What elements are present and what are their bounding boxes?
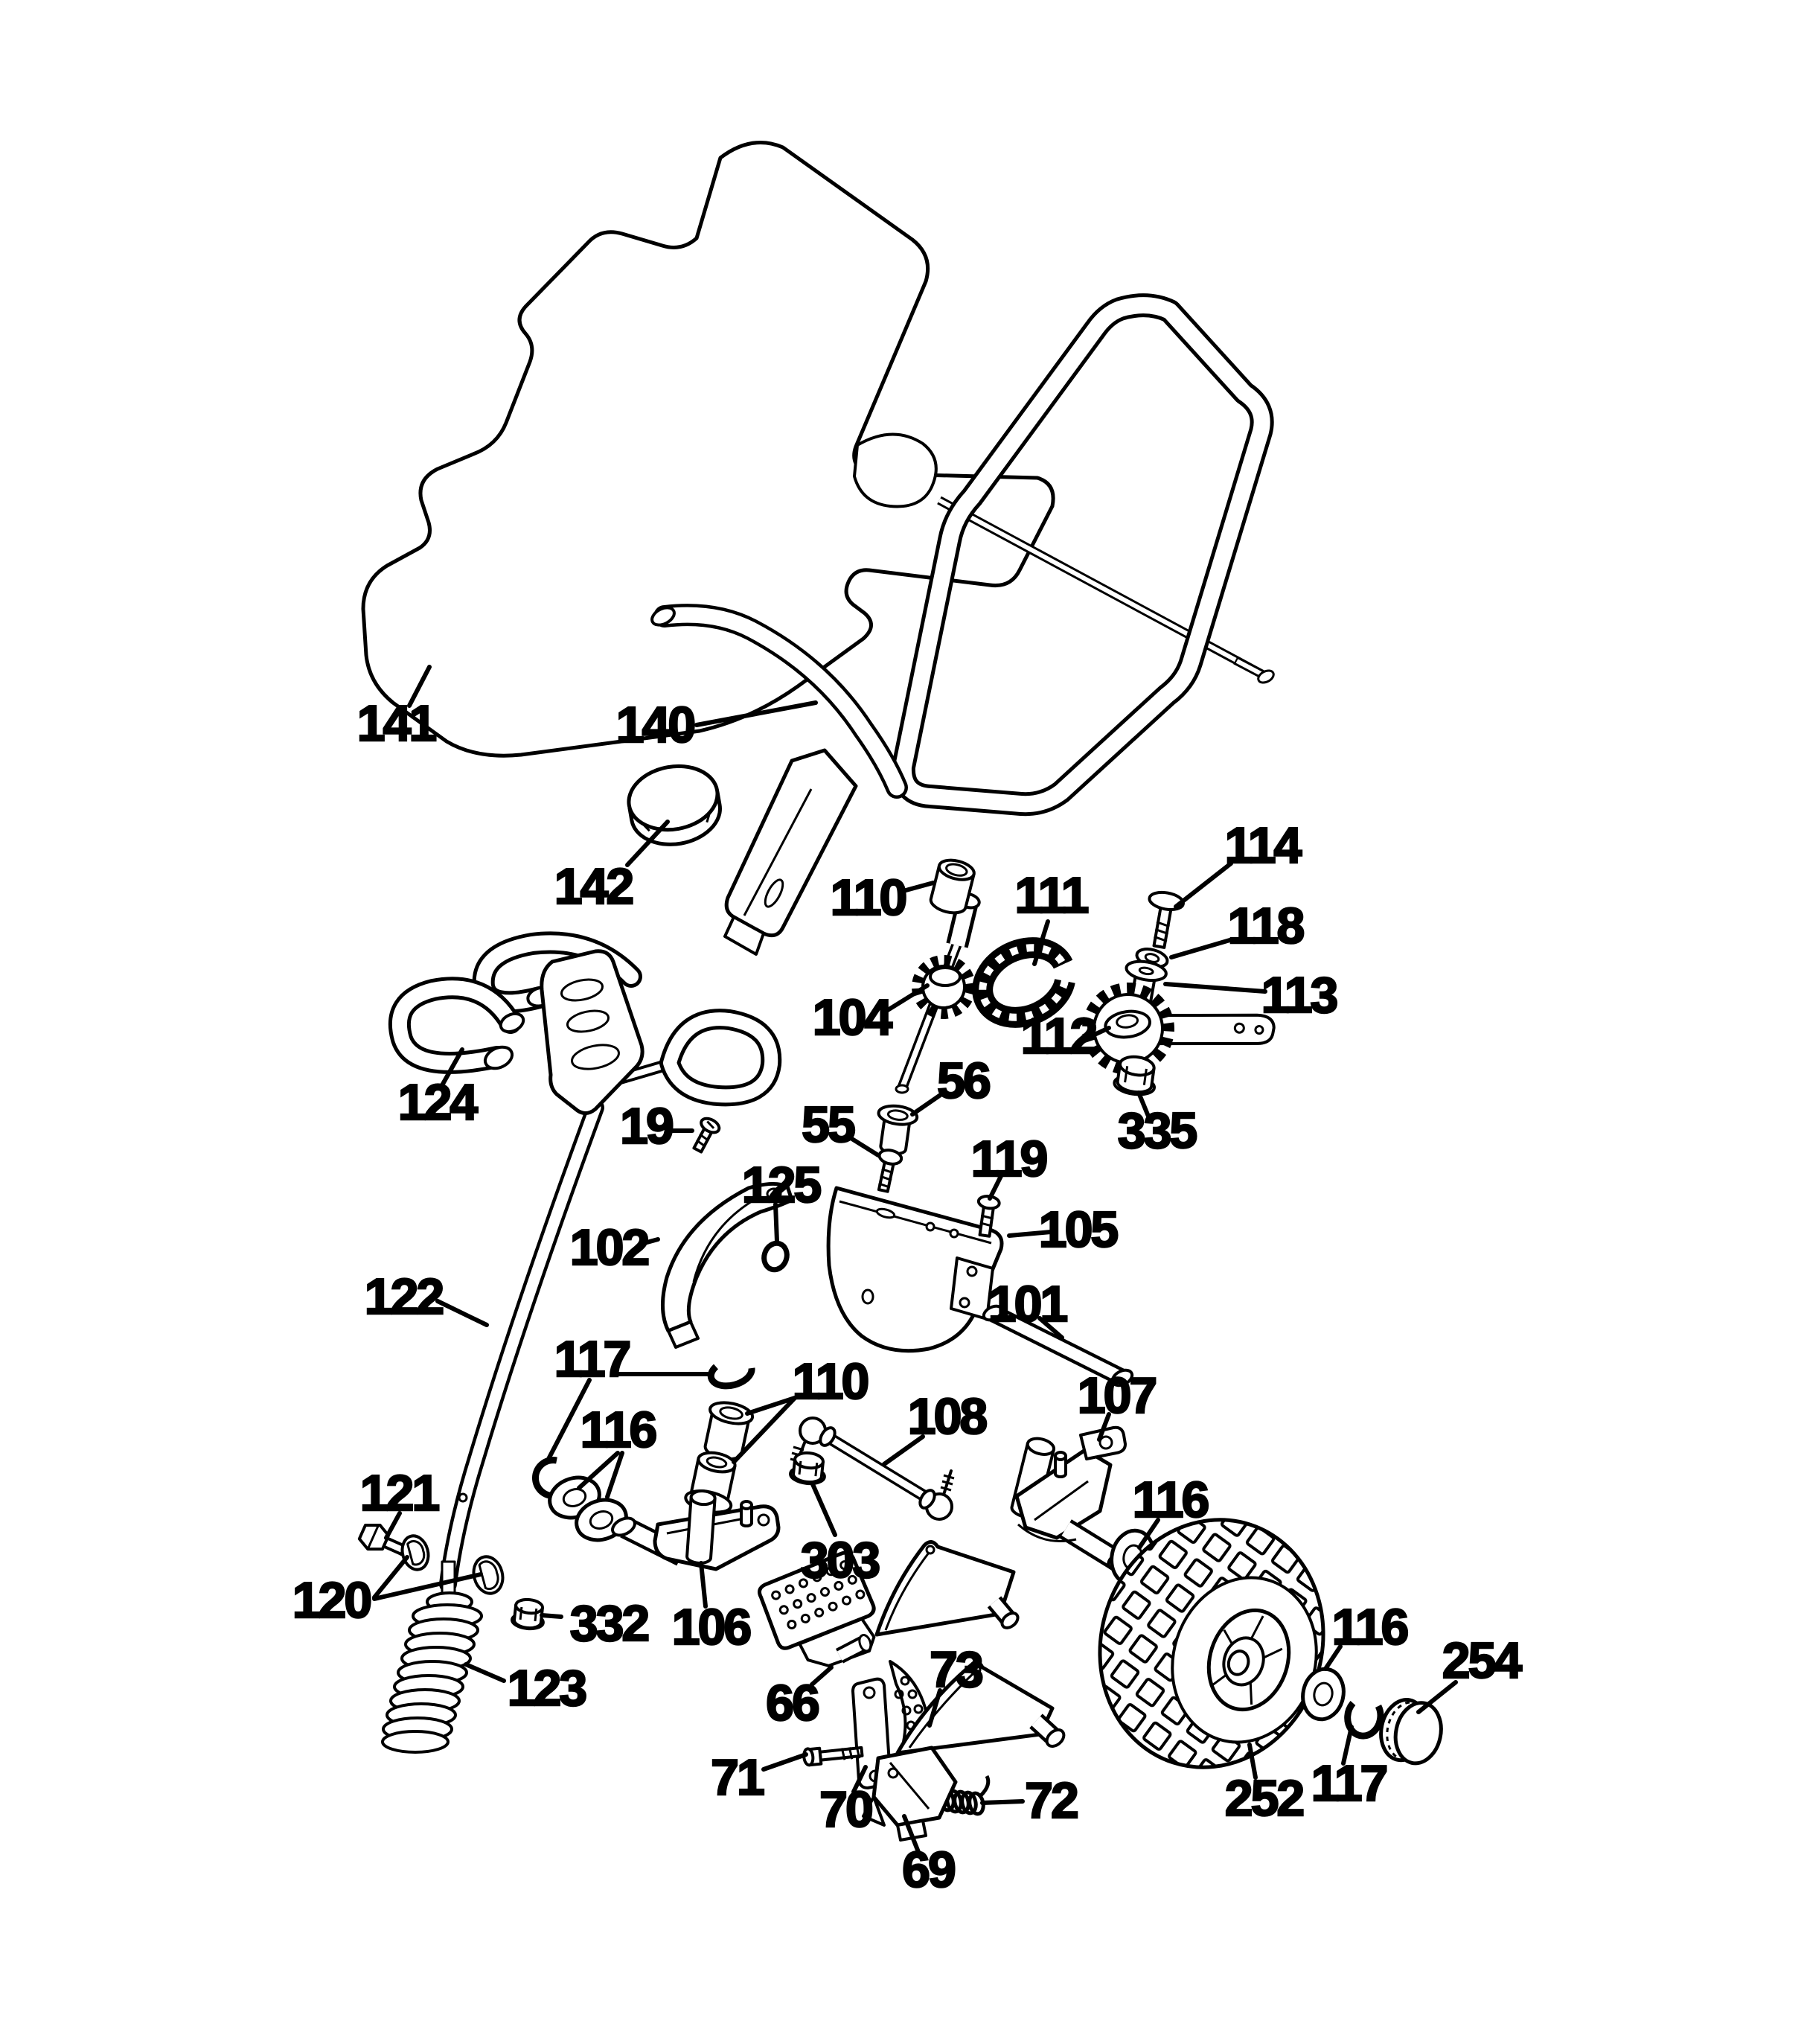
part-label-116-mid: 116	[580, 1402, 656, 1458]
shaft-slot	[441, 1560, 456, 1594]
part-116-washers-drawing	[548, 1475, 628, 1542]
part-110-bushing-top-drawing	[929, 858, 976, 915]
part-label-118: 118	[1228, 898, 1304, 954]
part-254-cap-drawing	[1379, 1698, 1443, 1766]
part-55-screw-drawing	[877, 1149, 903, 1193]
part-label-113: 113	[1261, 967, 1337, 1023]
part-19-screw-drawing	[692, 1117, 721, 1154]
part-140-seat-frame-drawing	[650, 293, 1275, 956]
part-label-69: 69	[902, 1842, 955, 1898]
part-label-101: 101	[988, 1276, 1067, 1332]
part-label-119: 119	[971, 1131, 1047, 1187]
part-label-110-top: 110	[831, 869, 906, 926]
seat-pan-hand-cutout	[853, 432, 938, 508]
part-label-124: 124	[398, 1074, 479, 1131]
part-122-steering-shaft-drawing	[439, 1099, 604, 1594]
part-label-121: 121	[360, 1465, 439, 1521]
part-120-washers-drawing	[400, 1534, 505, 1595]
part-141-seat-pan-drawing	[361, 141, 1055, 758]
part-117-ring-wheel-drawing	[1344, 1701, 1384, 1740]
part-label-72: 72	[1025, 1772, 1078, 1829]
part-108-tie-rod-drawing	[790, 1417, 955, 1521]
part-label-116-wheel-inner: 116	[1133, 1472, 1209, 1528]
part-102-bracket-drawing	[660, 1182, 794, 1349]
part-label-123: 123	[508, 1660, 586, 1716]
grip-tube-end	[483, 1045, 514, 1070]
part-label-70: 70	[819, 1781, 872, 1838]
part-71-bolt-drawing	[802, 1746, 864, 1767]
part-303-nut-drawing	[789, 1451, 826, 1486]
part-116-washer-outer-drawing	[1301, 1667, 1346, 1722]
shaft-sprocket-teeth	[912, 955, 976, 1019]
part-label-111: 111	[1015, 867, 1088, 924]
part-label-107: 107	[1078, 1367, 1156, 1424]
part-66-pedal-drawing	[758, 1540, 1020, 1667]
part-label-122: 122	[365, 1268, 444, 1325]
part-label-106: 106	[672, 1599, 751, 1655]
part-label-252: 252	[1225, 1770, 1304, 1827]
part-label-55: 55	[802, 1096, 854, 1153]
part-142-cap-drawing	[627, 764, 722, 846]
part-label-112: 112	[1021, 1008, 1097, 1064]
part-label-125: 125	[742, 1157, 821, 1213]
part-labels: 141 140 142 110 104 111 114 118 113 112 …	[292, 694, 1526, 1900]
leg-tube-end	[650, 606, 676, 627]
part-label-110-mid: 110	[793, 1353, 869, 1410]
part-111-chain-drawing	[972, 937, 1076, 1028]
part-label-142: 142	[554, 858, 633, 915]
part-69-bracket-drawing	[862, 1660, 1066, 1842]
part-label-117-mid: 117	[554, 1331, 630, 1387]
part-252-wheel-drawing	[1098, 1518, 1325, 1769]
part-label-105: 105	[1039, 1201, 1118, 1258]
part-label-335: 335	[1118, 1102, 1197, 1159]
part-label-140: 140	[616, 697, 695, 753]
part-label-114: 114	[1225, 817, 1302, 874]
part-label-56: 56	[937, 1053, 990, 1109]
bracket-slot	[764, 878, 784, 908]
part-label-66: 66	[766, 1675, 819, 1731]
part-label-102: 102	[570, 1219, 649, 1276]
part-107-spindle-drawing	[1010, 1425, 1129, 1571]
grip-tube-end	[499, 1012, 525, 1034]
part-label-19: 19	[620, 1098, 673, 1154]
part-label-332: 332	[570, 1595, 649, 1652]
part-105-panel-drawing	[826, 1186, 1004, 1353]
part-label-117-wheel: 117	[1311, 1755, 1386, 1812]
leader-lines	[372, 665, 1458, 1854]
part-label-303: 303	[801, 1532, 880, 1588]
part-125-oring-drawing	[761, 1240, 790, 1273]
part-label-108: 108	[908, 1388, 987, 1445]
part-label-104: 104	[813, 989, 893, 1046]
part-label-71: 71	[711, 1749, 764, 1806]
part-56-bushing-drawing	[877, 1104, 919, 1155]
part-label-254: 254	[1442, 1632, 1523, 1689]
part-101-rod-drawing	[982, 1304, 1134, 1387]
part-118-washer-drawing	[1135, 948, 1169, 968]
part-106-spindle-drawing	[611, 1489, 781, 1571]
part-124-handlebar-drawing	[388, 931, 782, 1115]
part-123-spring-drawing	[381, 1591, 483, 1754]
part-332-nut-drawing	[511, 1597, 545, 1631]
part-label-116-wheel-outer: 116	[1332, 1599, 1408, 1655]
part-label-73: 73	[930, 1641, 982, 1698]
part-119-screw-drawing	[976, 1195, 1001, 1238]
part-label-141: 141	[357, 695, 436, 752]
shaft-pin-hole	[458, 1492, 468, 1503]
part-label-120: 120	[292, 1572, 371, 1629]
part-335-nut-drawing	[1113, 1055, 1156, 1096]
